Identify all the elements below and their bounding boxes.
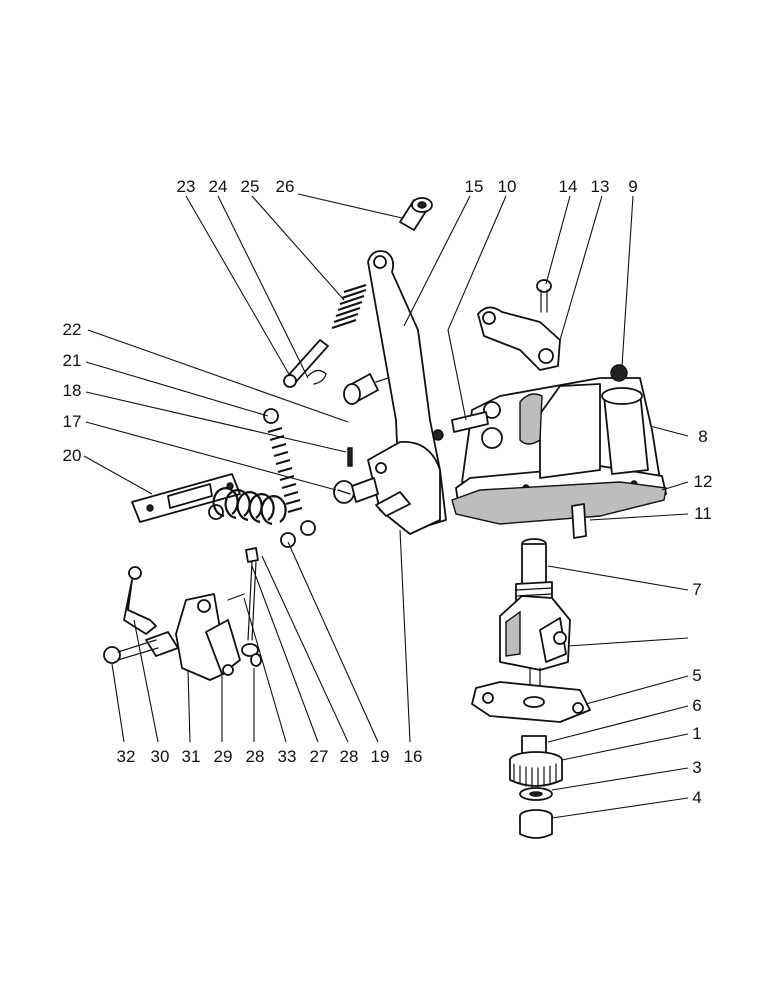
callout-10: 10 xyxy=(498,177,517,196)
leader-25 xyxy=(251,195,345,301)
part-18-pin xyxy=(347,447,353,467)
callout-26: 26 xyxy=(276,177,295,196)
callout-19: 19 xyxy=(371,747,390,766)
part-1-gear xyxy=(509,751,563,788)
leader-5 xyxy=(585,675,689,705)
leader-4 xyxy=(551,797,689,819)
part-14-screw xyxy=(536,279,552,313)
callout-28b: 28 xyxy=(340,747,359,766)
callout-23: 23 xyxy=(177,177,196,196)
callout-20: 20 xyxy=(63,446,82,465)
leader-24 xyxy=(217,195,309,379)
callout-22: 22 xyxy=(63,320,82,339)
callout-21: 21 xyxy=(63,351,82,370)
callout-25: 25 xyxy=(241,177,260,196)
callout-32: 32 xyxy=(117,747,136,766)
part-4-cap xyxy=(519,809,553,839)
part-30-crank xyxy=(123,566,157,635)
leader-22 xyxy=(87,329,349,423)
part-governor-assembly xyxy=(499,595,571,671)
part-17-screw xyxy=(333,477,379,504)
leader-lines xyxy=(83,193,689,819)
leader-9 xyxy=(621,195,634,367)
leader-21 xyxy=(85,361,269,417)
callout-29: 29 xyxy=(214,747,233,766)
leader-27 xyxy=(251,565,319,743)
part-19-spring xyxy=(208,487,296,548)
part-20-plate xyxy=(131,473,241,523)
leader-1 xyxy=(561,733,689,761)
part-32-bolt xyxy=(103,639,159,664)
leader-8 xyxy=(649,425,689,437)
callout-9: 9 xyxy=(628,177,637,196)
part-23-24-pin xyxy=(283,339,329,388)
callout-18: 18 xyxy=(63,381,82,400)
leader-23 xyxy=(185,195,291,377)
leader-15 xyxy=(403,195,471,327)
callout-30: 30 xyxy=(151,747,170,766)
part-21-spring xyxy=(263,408,316,536)
leader-18 xyxy=(85,391,347,453)
callout-3: 3 xyxy=(692,758,701,777)
callout-14: 14 xyxy=(559,177,578,196)
leader-20 xyxy=(83,455,153,495)
callout-11: 11 xyxy=(694,504,712,523)
leader-6 xyxy=(547,705,689,743)
part-31-bracket xyxy=(145,593,241,681)
leader-14 xyxy=(545,195,571,285)
part-5-flange xyxy=(471,667,591,723)
callout-1: 1 xyxy=(692,724,701,743)
leader-32 xyxy=(111,663,125,743)
part-13-bracket xyxy=(477,306,561,371)
leader-33 xyxy=(243,597,287,743)
leader-governor xyxy=(567,637,689,647)
leader-7 xyxy=(547,565,689,591)
leader-3 xyxy=(551,767,689,791)
callout-8: 8 xyxy=(698,427,707,446)
callout-6: 6 xyxy=(692,696,701,715)
part-3-washer xyxy=(519,787,553,801)
callout-15: 15 xyxy=(465,177,484,196)
callout-24: 24 xyxy=(209,177,228,196)
part-33-27-rod xyxy=(241,547,259,657)
parts-drawing xyxy=(103,197,667,839)
callout-28a: 28 xyxy=(246,747,265,766)
leader-12 xyxy=(661,481,689,491)
part-9-nut xyxy=(610,364,628,382)
callout-7: 7 xyxy=(692,580,701,599)
leader-17 xyxy=(85,421,337,491)
part-10-shaft xyxy=(451,411,489,433)
callout-27: 27 xyxy=(310,747,329,766)
leader-26 xyxy=(297,193,403,219)
leader-31 xyxy=(187,669,191,743)
leader-13 xyxy=(559,195,603,341)
callout-numbers: 23 24 25 26 15 10 14 13 9 22 21 18 17 20… xyxy=(63,177,713,807)
callout-33: 33 xyxy=(278,747,297,766)
part-12-11-gasket xyxy=(451,481,667,539)
callout-13: 13 xyxy=(591,177,610,196)
callout-5: 5 xyxy=(692,666,701,685)
callout-4: 4 xyxy=(692,788,701,807)
leader-16 xyxy=(399,529,411,743)
part-26-bolt xyxy=(399,197,433,231)
leader-30 xyxy=(133,619,159,743)
callout-16: 16 xyxy=(404,747,423,766)
leader-28b xyxy=(261,555,349,743)
leader-19 xyxy=(287,541,379,743)
leader-10 xyxy=(447,195,507,421)
callout-17: 17 xyxy=(63,412,82,431)
part-25-spring xyxy=(331,283,367,330)
callout-12: 12 xyxy=(694,472,713,491)
leader-11 xyxy=(589,513,689,521)
callout-31: 31 xyxy=(182,747,201,766)
part-16-plate xyxy=(367,441,441,535)
part-28-29-pieces xyxy=(227,593,262,667)
